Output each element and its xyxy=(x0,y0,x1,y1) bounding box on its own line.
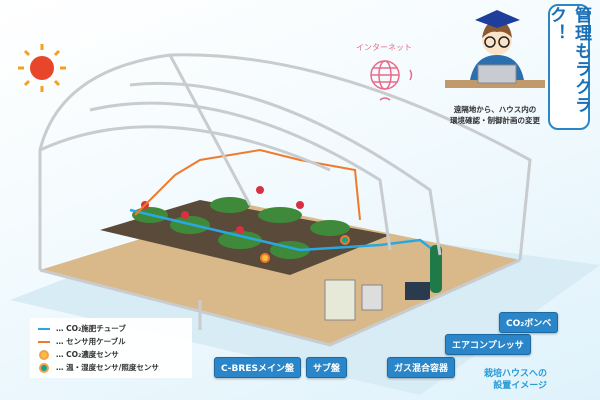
greenhouse-frame xyxy=(38,53,532,347)
legend-text: … CO₂濃度センサ xyxy=(56,350,119,359)
co2-sensor-icon xyxy=(39,349,49,360)
temp-sensor-icon xyxy=(39,362,49,373)
legend-item-co2-tube: … CO₂施肥チューブ xyxy=(36,322,186,335)
sensor-cable xyxy=(134,148,361,221)
label-compressor: エアコンプレッサ xyxy=(445,334,531,355)
caption-line-1: 遠隔地から、ハウス内の xyxy=(453,105,537,114)
legend-item-temp-sensor: … 温・湿度センサ/照度センサ xyxy=(36,361,186,374)
orange-line-icon xyxy=(38,340,50,343)
label-co2-cylinder: CO₂ボンベ xyxy=(499,312,559,333)
setup-caption: 栽培ハウスへの 設置イメージ xyxy=(484,368,547,392)
internet-label: インターネット xyxy=(356,43,412,52)
internet-globe-icon xyxy=(370,60,413,101)
caption-line-2: 環境確認・制御計画の変更 xyxy=(450,116,540,125)
main-panel xyxy=(324,279,356,321)
legend-item-sensor-cable: … センサ用ケーブル xyxy=(36,335,186,348)
sun-icon xyxy=(18,44,66,92)
legend-text: … センサ用ケーブル xyxy=(56,337,126,346)
co2-tube xyxy=(129,208,441,256)
setup-caption-line-2: 設置イメージ xyxy=(493,381,548,391)
remote-caption: 遠隔地から、ハウス内の 環境確認・制御計画の変更 xyxy=(450,104,540,126)
blue-line-icon xyxy=(38,327,50,330)
legend-text: … CO₂施肥チューブ xyxy=(56,324,126,333)
label-gas-mixer: ガス混合容器 xyxy=(387,357,456,378)
co2-cylinder xyxy=(430,245,442,293)
setup-caption-line-1: 栽培ハウスへの xyxy=(484,369,548,379)
remote-user-icon xyxy=(445,10,545,88)
speech-bubble: 管理もラクラク！ xyxy=(546,4,591,130)
legend-text: … 温・湿度センサ/照度センサ xyxy=(56,363,159,372)
air-compressor xyxy=(405,282,430,300)
label-sub-panel: サブ盤 xyxy=(306,357,348,378)
sub-panel xyxy=(361,284,383,311)
legend: … CO₂施肥チューブ … センサ用ケーブル … CO₂濃度センサ … 温・湿度… xyxy=(30,318,192,378)
legend-item-co2-sensor: … CO₂濃度センサ xyxy=(36,348,186,361)
label-main-panel: C-BRESメイン盤 xyxy=(214,357,301,378)
